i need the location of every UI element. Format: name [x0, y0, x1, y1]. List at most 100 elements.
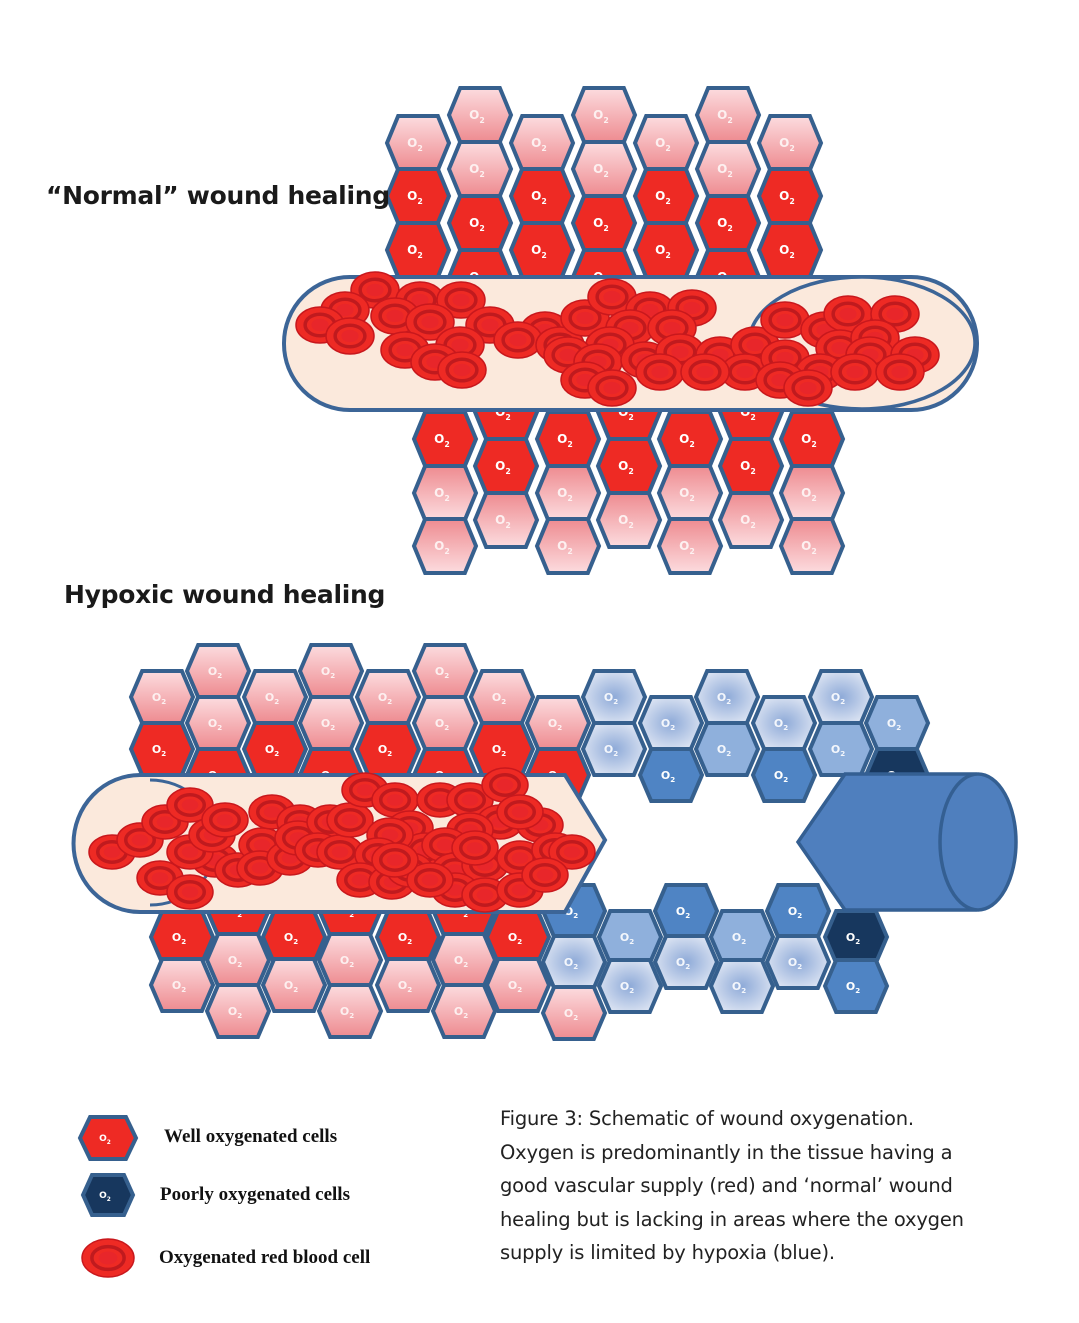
- legend-red-blood-cell: Oxygenated red blood cell: [74, 1235, 454, 1285]
- red-blood-cell: [371, 842, 419, 878]
- tissue-cell-red: O2: [756, 167, 824, 225]
- tissue-cell-bl: O2: [807, 669, 875, 725]
- caption-line: Oxygen is predominantly in the tissue ha…: [500, 1140, 953, 1164]
- cell-hexagon: [822, 958, 890, 1014]
- tissue-cell-light: O2: [694, 140, 762, 198]
- figure-caption: Figure 3: Schematic of wound oxygenation…: [500, 1102, 1040, 1270]
- tissue-cell-lightInv: O2: [534, 517, 602, 575]
- tissue-cell-red: O2: [260, 909, 328, 965]
- tissue-cell-red: O2: [656, 410, 724, 468]
- tissue-cell-red: O2: [241, 721, 309, 777]
- cell-hexagon: [80, 1173, 136, 1217]
- tissue-cell-bm: O2: [807, 721, 875, 777]
- tissue-cell-light: O2: [128, 669, 196, 725]
- occluded-vessel: [795, 772, 1018, 912]
- tissue-cell-light: O2: [430, 983, 498, 1039]
- red-blood-cell: [405, 303, 455, 341]
- tissue-cell-red: O2: [756, 221, 824, 279]
- tissue-cell-red: O2: [534, 410, 602, 468]
- tissue-cell-bl: O2: [750, 695, 818, 751]
- cell-hexagon: [750, 747, 818, 803]
- tissue-cell-bl: O2: [764, 934, 832, 990]
- red-blood-cell: [316, 834, 364, 870]
- tissue-cell-bl: O2: [652, 934, 720, 990]
- tissue-cell-lightInv: O2: [778, 517, 846, 575]
- tissue-cell-red: O2: [632, 221, 700, 279]
- tissue-cell-bl: O2: [580, 721, 648, 777]
- cell-hexagon: [693, 721, 761, 777]
- red-blood-cell: [496, 794, 544, 830]
- tissue-cell-light: O2: [260, 957, 328, 1013]
- tissue-cell-light: O2: [204, 983, 272, 1039]
- tissue-cell-light: O2: [570, 86, 638, 144]
- tissue-cell-light: O2: [540, 985, 608, 1041]
- cell-hexagon: [580, 721, 648, 777]
- cell-hexagon: [708, 958, 776, 1014]
- red-blood-cell: [461, 877, 509, 913]
- legend-poorly-oxygenated: Poorly oxygenated cells: [74, 1171, 454, 1221]
- cell-hexagon: [778, 517, 846, 575]
- tissue-cell-light: O2: [694, 86, 762, 144]
- tissue-cell-bs: O2: [637, 747, 705, 803]
- tissue-cell-red: O2: [411, 410, 479, 468]
- caption-line: healing but is lacking in areas where th…: [500, 1207, 964, 1231]
- tissue-cell-lightInv: O2: [411, 517, 479, 575]
- tissue-cell-bm: O2: [596, 909, 664, 965]
- tissue-cells-front-layer: [795, 772, 1018, 912]
- red-blood-cell: [823, 295, 873, 333]
- tissue-cell-lightInv: O2: [656, 464, 724, 522]
- tissue-cell-light: O2: [297, 695, 365, 751]
- tissue-cell-bl: O2: [637, 695, 705, 751]
- o2-label: O2: [99, 1191, 111, 1203]
- tissue-cell-red: O2: [374, 909, 442, 965]
- cell-hexagon: [807, 721, 875, 777]
- tissue-cell-red: O2: [128, 721, 196, 777]
- tissue-cell-bl: O2: [708, 958, 776, 1014]
- tissue-cell-red: O2: [778, 410, 846, 468]
- caption-line: supply is limited by hypoxia (blue).: [500, 1241, 835, 1264]
- red-blood-cell: [451, 830, 499, 866]
- tissue-cell-dark: O2: [80, 1173, 136, 1217]
- red-blood-cell: [81, 1238, 135, 1278]
- red-blood-cell: [680, 353, 730, 391]
- cell-hexagon: [148, 957, 216, 1013]
- tissue-cell-light: O2: [570, 140, 638, 198]
- red-blood-cell: [406, 862, 454, 898]
- tissue-cell-red: O2: [508, 221, 576, 279]
- tissue-cell-red: O2: [77, 1115, 139, 1161]
- red-blood-cell: [587, 369, 637, 407]
- legend-label-poorly-oxygenated: Poorly oxygenated cells: [160, 1184, 350, 1205]
- legend-well-oxygenated: Well oxygenated cells: [74, 1113, 454, 1163]
- tissue-cell-light: O2: [632, 114, 700, 172]
- tissue-cell-lightInv: O2: [778, 464, 846, 522]
- tissue-cell-bs: O2: [822, 958, 890, 1014]
- tissue-cell-light: O2: [508, 114, 576, 172]
- cell-hexagon: [260, 957, 328, 1013]
- cell-hexagon: [484, 957, 552, 1013]
- cell-hexagon: [204, 983, 272, 1039]
- tissue-cell-light: O2: [184, 695, 252, 751]
- cell-hexagon: [430, 983, 498, 1039]
- tissue-cell-red: O2: [694, 194, 762, 252]
- red-blood-cell: [201, 802, 249, 838]
- cell-hexagon: [596, 958, 664, 1014]
- tissue-cell-light: O2: [354, 669, 422, 725]
- hypoxic-wound-healing-title: Hypoxic wound healing: [64, 580, 386, 609]
- cell-hexagon: [472, 491, 540, 549]
- cell-hexagon: [595, 491, 663, 549]
- red-blood-cell: [635, 353, 685, 391]
- tissue-cell-light: O2: [204, 932, 272, 988]
- cell-hexagon: [316, 983, 384, 1039]
- tissue-cell-bm: O2: [708, 909, 776, 965]
- cell-hexagon: [374, 957, 442, 1013]
- red-blood-cell: [521, 857, 569, 893]
- tissue-cell-light: O2: [316, 983, 384, 1039]
- caption-line: good vascular supply (red) and ‘normal’ …: [500, 1174, 953, 1197]
- tissue-cell-red: O2: [632, 167, 700, 225]
- tissue-cell-lightInv: O2: [534, 464, 602, 522]
- cell-hexagon: [534, 517, 602, 575]
- red-blood-cell: [436, 281, 486, 319]
- tissue-cell-red: O2: [354, 721, 422, 777]
- tissue-cell-lightInv: O2: [656, 517, 724, 575]
